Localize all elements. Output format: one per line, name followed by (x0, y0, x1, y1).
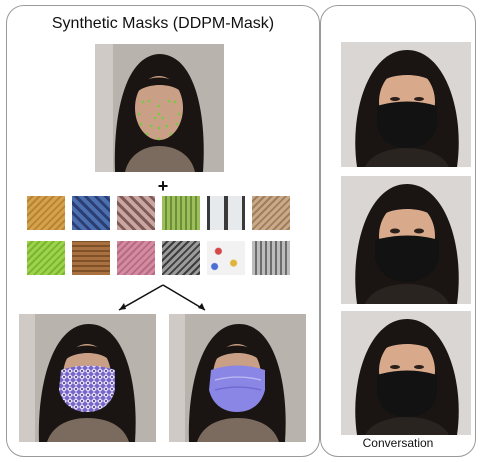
texture-swatch-gray-granite (162, 241, 200, 275)
plus-icon: + (157, 176, 169, 196)
texture-swatch-pink-fabric (117, 241, 155, 275)
panel-title: Synthetic Masks (DDPM-Mask) (51, 15, 275, 32)
texture-swatch-burlap (252, 196, 290, 230)
texture-swatch-braided-rope (117, 196, 155, 230)
texture-swatch-woven-yellow (27, 196, 65, 230)
synthetic-mask-result-1 (19, 314, 156, 442)
texture-swatch-green-knit (162, 196, 200, 230)
texture-swatch-brown-wood (72, 241, 110, 275)
conversation-frame-2 (341, 176, 471, 304)
conversation-frame-3 (341, 311, 471, 435)
conversation-panel: Conversation (320, 5, 476, 457)
texture-swatch-lime-fabric (27, 241, 65, 275)
texture-swatch-blue-yarn (72, 196, 110, 230)
synthetic-masks-panel: Synthetic Masks (DDPM-Mask) + (6, 5, 320, 457)
texture-swatch-window-glass (207, 196, 245, 230)
conversation-frame-1 (341, 42, 471, 167)
texture-swatch-gray-knit (252, 241, 290, 275)
synthetic-mask-result-2 (169, 314, 306, 442)
source-face-photo (95, 44, 224, 172)
conversation-caption: Conversation (362, 436, 434, 450)
texture-swatch-polka-dots (207, 241, 245, 275)
